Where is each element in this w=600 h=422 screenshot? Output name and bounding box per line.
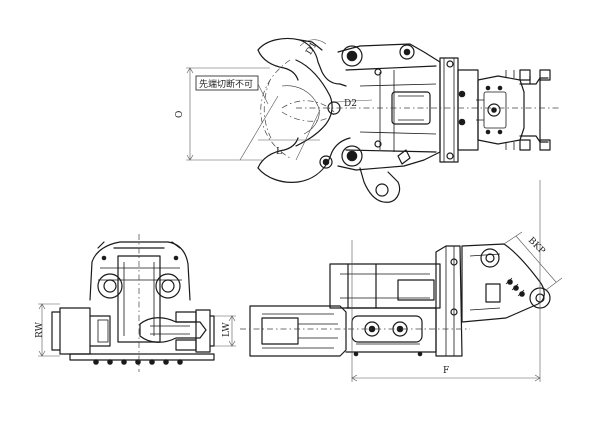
- tip-cutting-note: 先端切断不可: [199, 78, 253, 90]
- dimension-RW-label: RW: [35, 321, 45, 338]
- dimension-O-label: O: [175, 111, 185, 118]
- dimension-L-label: L: [276, 147, 282, 157]
- top-view-crusher: [257, 37, 560, 203]
- dimension-D2-label: D2: [344, 99, 357, 109]
- side-view: [240, 243, 551, 357]
- top-view-dimensions: O L D1 D2 先端切断不可: [175, 39, 373, 161]
- front-view: [51, 234, 215, 372]
- dimension-BKP-label: BKP: [526, 236, 547, 257]
- front-view-dimensions: RW LW: [35, 303, 236, 357]
- dimension-LW-label: LW: [222, 322, 232, 337]
- dimension-F-label: F: [443, 366, 449, 376]
